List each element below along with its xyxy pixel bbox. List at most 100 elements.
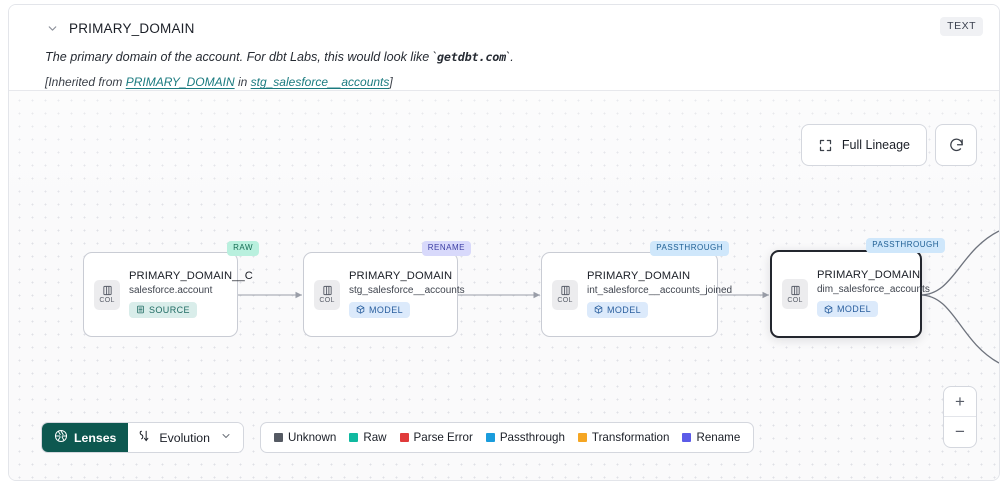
column-glyph (560, 285, 571, 296)
node-3-kind-badge: MODEL (587, 301, 649, 318)
refresh-button[interactable] (935, 124, 977, 166)
node-4-kind-badge: MODEL (817, 301, 879, 318)
node-1-body: PRIMARY_DOMAIN__C salesforce.account SOU… (120, 269, 253, 320)
node-1-tag: RAW (227, 241, 259, 256)
full-lineage-label: Full Lineage (841, 138, 910, 152)
description-text-post: `. (506, 50, 514, 64)
node-3-kind-label: MODEL (607, 304, 642, 315)
node-4-table-name: dim_salesforce_accounts (817, 284, 930, 296)
legend-swatch (349, 433, 359, 442)
column-icon: COL (94, 279, 120, 310)
refresh-icon (948, 137, 965, 154)
full-lineage-button[interactable]: Full Lineage (800, 124, 927, 166)
column-chip-label: COL (787, 296, 803, 304)
edge-branch-down (919, 294, 999, 364)
node-2-kind-label: MODEL (369, 304, 404, 315)
legend-label: Passthrough (499, 431, 565, 444)
node-1-kind-badge: SOURCE (129, 301, 197, 318)
node-3-column-name: PRIMARY_DOMAIN (587, 269, 691, 282)
description-text-pre: The primary domain of the account. For d… (45, 50, 437, 64)
legend-item-passthrough: Passthrough (485, 431, 565, 444)
legend-label: Rename (696, 431, 741, 444)
legend-swatch (273, 433, 283, 442)
canvas-bottom-bar: Lenses Evolution Unknown (41, 422, 755, 453)
cube-icon (824, 305, 833, 314)
legend-label: Parse Error (413, 431, 473, 444)
column-detail-panel: PRIMARY_DOMAIN TEXT The primary domain o… (8, 4, 1000, 481)
inherited-from-note: [Inherited from PRIMARY_DOMAIN in stg_sa… (45, 75, 983, 89)
database-icon (136, 305, 145, 314)
legend-label: Transformation (591, 431, 670, 444)
legend-item-transformation: Transformation (577, 431, 670, 444)
node-3-table-name: int_salesforce__accounts_joined (587, 284, 733, 296)
chevron-down-icon (220, 430, 232, 445)
column-header: PRIMARY_DOMAIN TEXT The primary domain o… (9, 5, 999, 90)
node-2-tag: RENAME (421, 241, 471, 256)
legend-swatch (577, 433, 587, 442)
legend-item-unknown: Unknown (273, 431, 337, 444)
column-glyph (102, 285, 113, 296)
evolution-dropdown[interactable]: Evolution (128, 423, 243, 452)
lineage-node-4[interactable]: PASSTHROUGH COL PRIMARY_DOMAIN dim_sales… (770, 238, 945, 338)
column-chip-label: COL (319, 297, 335, 304)
chevron-down-icon[interactable] (45, 21, 59, 35)
cube-icon (356, 305, 365, 314)
legend-swatch (399, 433, 409, 442)
node-1-column-name: PRIMARY_DOMAIN__C (129, 269, 253, 282)
lens-group: Lenses Evolution (41, 422, 244, 453)
legend-swatch (485, 433, 495, 442)
legend-swatch (682, 433, 692, 442)
lineage-edges (237, 230, 999, 364)
column-glyph (322, 285, 333, 296)
page-title: PRIMARY_DOMAIN (69, 20, 195, 36)
node-3-body: PRIMARY_DOMAIN int_salesforce__accounts_… (578, 269, 733, 320)
legend-label: Raw (363, 431, 387, 444)
node-4-kind-label: MODEL (837, 304, 872, 315)
inherited-suffix: ] (389, 75, 393, 89)
column-icon: COL (782, 279, 808, 309)
lenses-button[interactable]: Lenses (42, 423, 129, 452)
node-2-table-name: stg_salesforce__accounts (349, 284, 465, 296)
inherited-prefix: [Inherited from (45, 75, 126, 89)
evolution-label: Evolution (159, 430, 210, 445)
canvas-top-controls: Full Lineage (800, 124, 977, 166)
zoom-out-button[interactable]: − (955, 422, 965, 441)
lenses-label: Lenses (74, 430, 117, 445)
zoom-controls: + − (943, 386, 977, 448)
inherited-table-link[interactable]: stg_salesforce__accounts (250, 75, 390, 89)
lineage-node-3[interactable]: PASSTHROUGH COL PRIMARY_DOMAIN int_sales… (541, 241, 733, 337)
legend-item-raw: Raw (349, 431, 387, 444)
expand-icon (818, 138, 833, 153)
aperture-icon (54, 429, 68, 446)
inherited-column-link[interactable]: PRIMARY_DOMAIN (125, 75, 235, 89)
title-row: PRIMARY_DOMAIN (25, 17, 983, 39)
column-icon: COL (314, 279, 340, 310)
node-4-tag: PASSTHROUGH (866, 238, 945, 253)
legend-item-rename: Rename (682, 431, 740, 444)
evolution-path-icon (138, 429, 152, 447)
lineage-legend: Unknown Raw Parse Error Passthrough Tran… (259, 422, 755, 453)
column-icon: COL (552, 279, 578, 310)
node-3-tag: PASSTHROUGH (650, 241, 729, 256)
column-chip-label: COL (557, 297, 573, 304)
column-glyph (790, 285, 801, 296)
node-2-column-name: PRIMARY_DOMAIN (349, 269, 453, 282)
type-badge: TEXT (940, 17, 983, 36)
node-4-body: PRIMARY_DOMAIN dim_salesforce_accounts M… (808, 269, 930, 319)
node-1-table-name: salesforce.account (129, 284, 213, 296)
column-chip-label: COL (99, 297, 115, 304)
column-description: The primary domain of the account. For d… (45, 49, 983, 66)
node-2-body: PRIMARY_DOMAIN stg_salesforce__accounts … (340, 269, 465, 320)
node-4-column-name: PRIMARY_DOMAIN (817, 269, 921, 282)
legend-item-parse-error: Parse Error (399, 431, 473, 444)
edge-branch-up (919, 230, 999, 296)
cube-icon (594, 305, 603, 314)
inherited-mid: in (234, 75, 251, 89)
node-1-kind-label: SOURCE (149, 304, 190, 315)
lineage-node-2[interactable]: RENAME COL PRIMARY_DOMAIN stg_salesforce… (303, 241, 471, 337)
lineage-canvas[interactable]: RAW COL PRIMARY_DOMAIN__C salesforce.acc… (9, 90, 999, 480)
lineage-node-1[interactable]: RAW COL PRIMARY_DOMAIN__C salesforce.acc… (83, 241, 259, 337)
zoom-in-button[interactable]: + (944, 387, 976, 417)
legend-label: Unknown (287, 431, 337, 444)
description-code: getdbt.com (437, 50, 507, 64)
